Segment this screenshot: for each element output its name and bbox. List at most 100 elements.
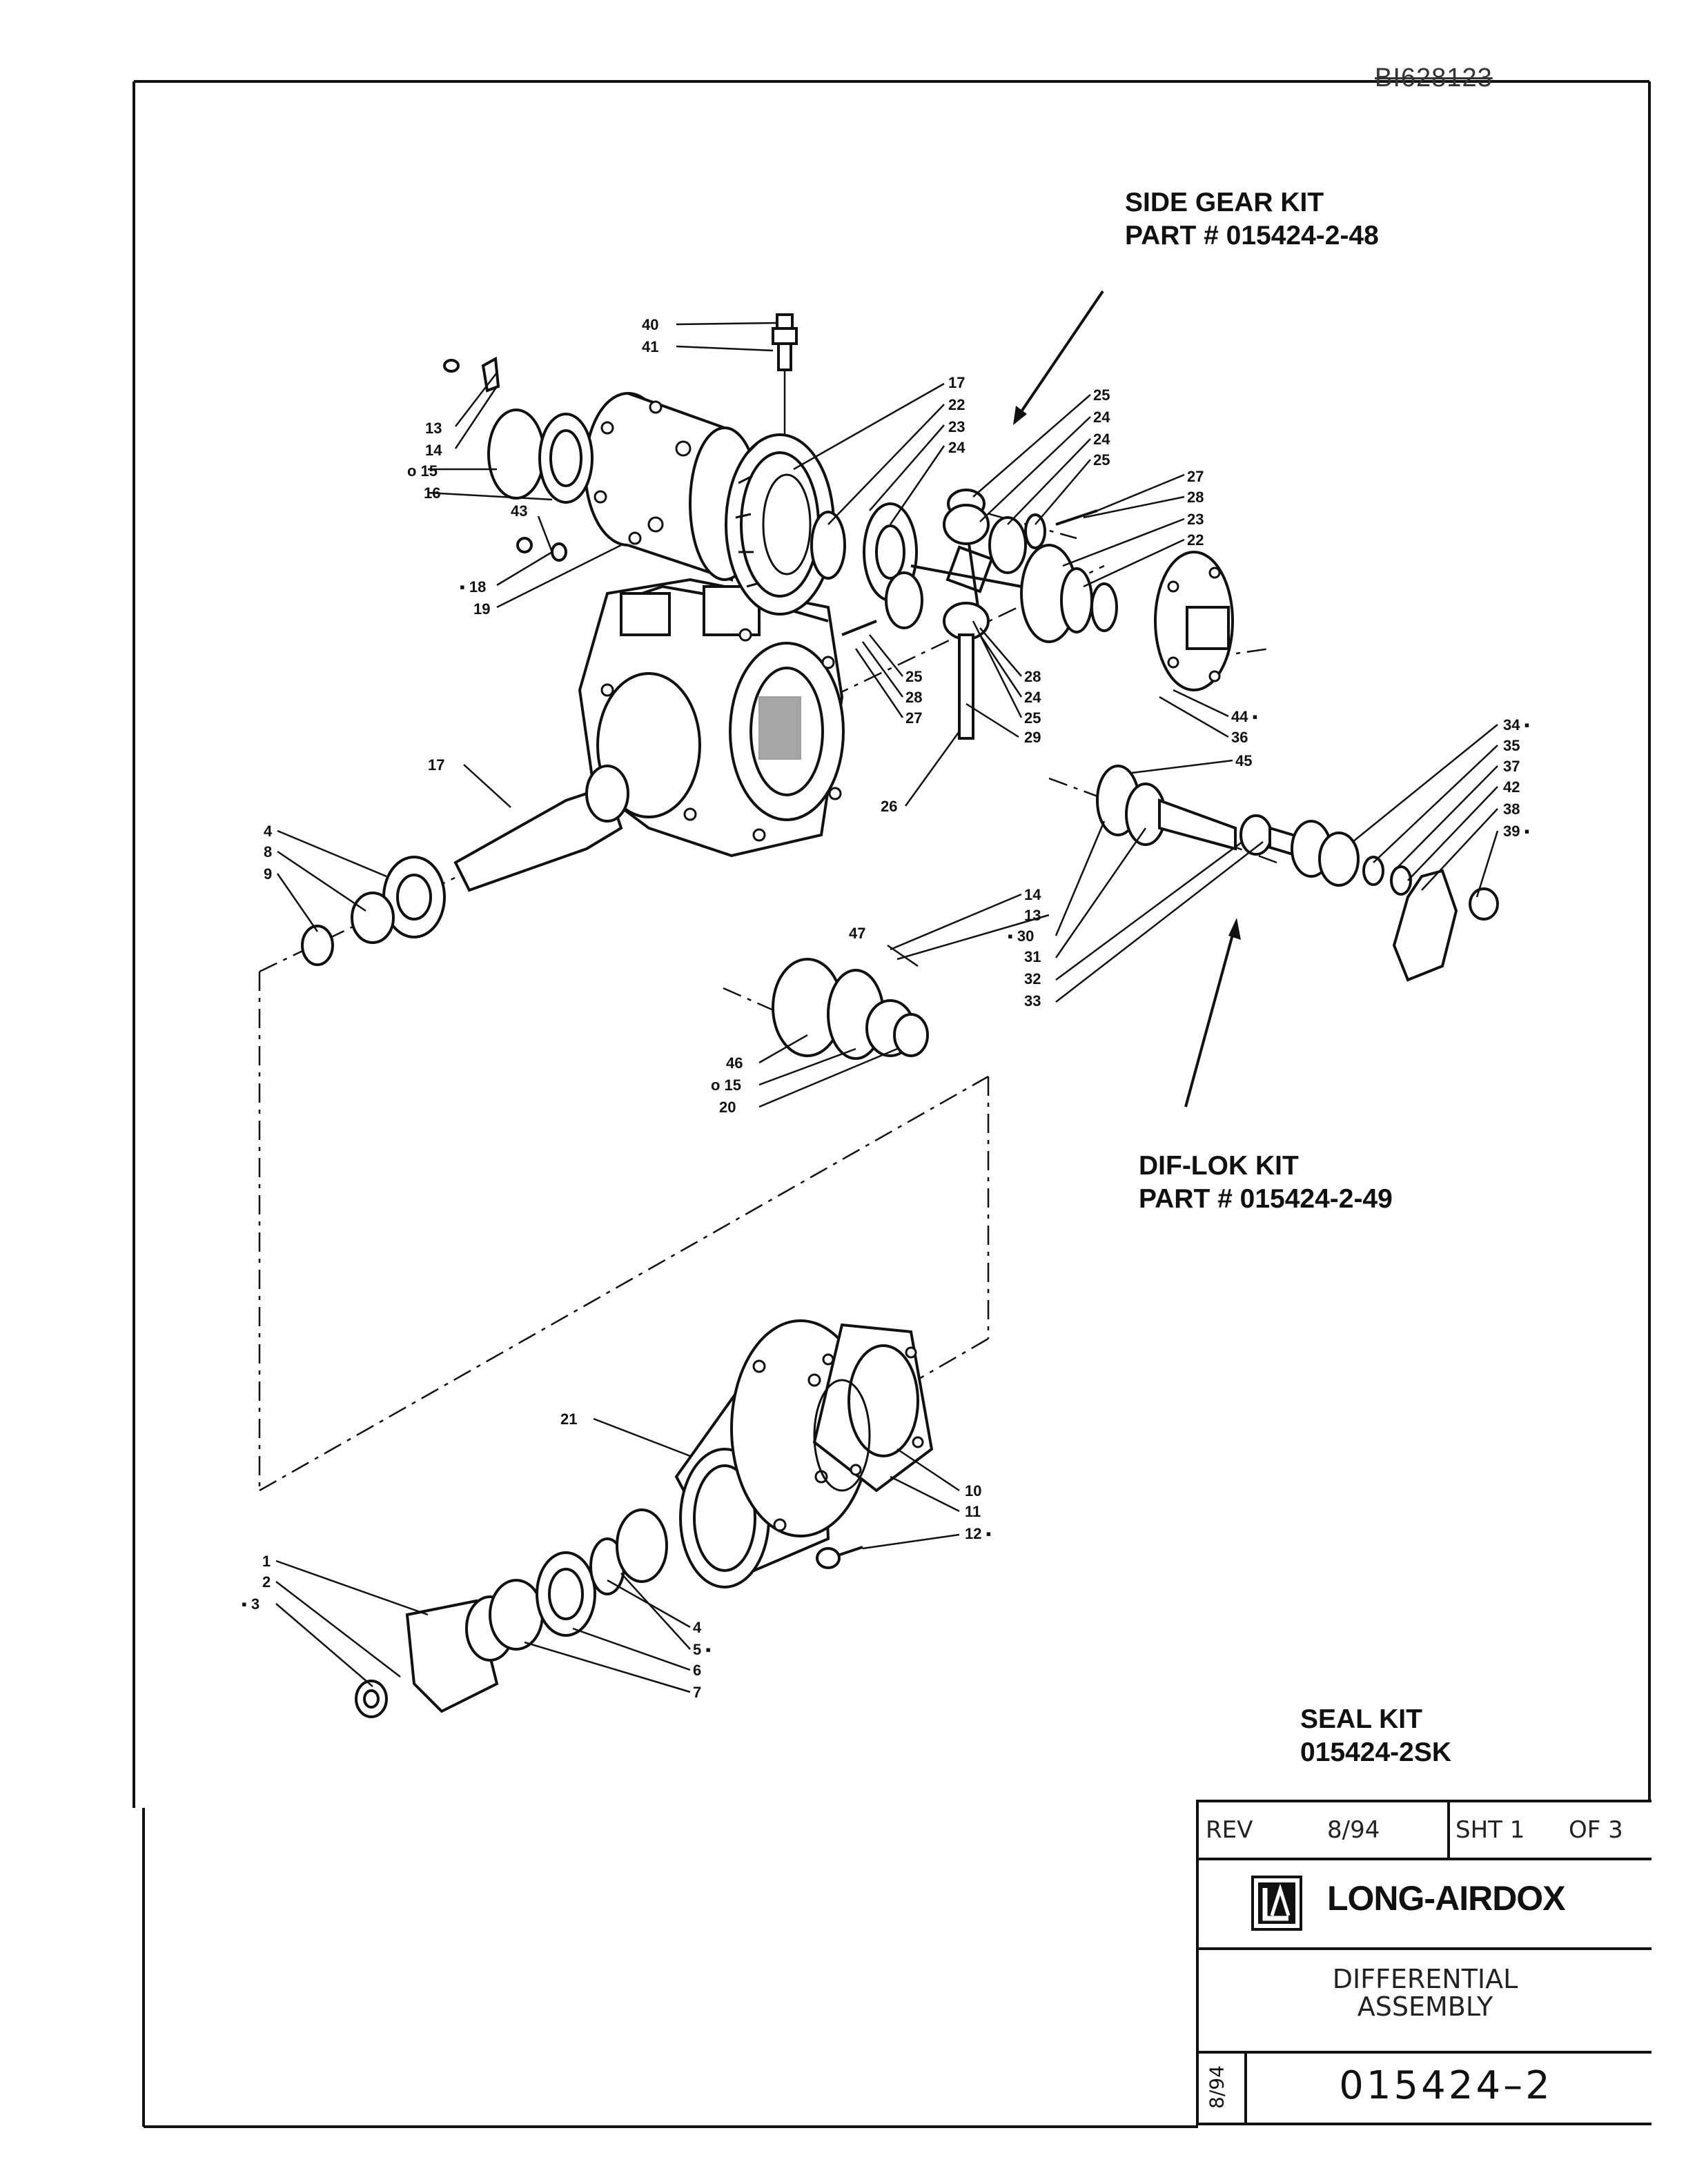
title-block: REV 8/94 SHT 1 OF 3 LONG-AIRDOX DIFFEREN… xyxy=(1196,1800,1651,2125)
callout-42: 42 xyxy=(1503,778,1520,796)
document-number: BI628123 xyxy=(1375,63,1493,92)
callout-7: 7 xyxy=(693,1684,701,1701)
drawing-title: DIFFERENTIAL ASSEMBLY xyxy=(1199,1965,1651,2020)
leader-lines xyxy=(275,322,1499,1693)
title-block-company-row: LONG-AIRDOX xyxy=(1199,1858,1651,1950)
callout-24b: 24 xyxy=(1093,409,1110,426)
callout-17: 17 xyxy=(948,374,965,391)
callout-23: 23 xyxy=(948,418,965,435)
callout-43: 43 xyxy=(511,502,527,520)
callout-27b: 27 xyxy=(905,709,922,727)
dif-lok-kit-name: DIF-LOK KIT xyxy=(1139,1151,1299,1181)
company-name: LONG-AIRDOX xyxy=(1327,1879,1566,1918)
callout-27: 27 xyxy=(1187,468,1204,485)
callout-47: 47 xyxy=(849,925,865,942)
title-block-number-row: 8/94 015424–2 xyxy=(1199,2051,1651,2125)
sheet-number: SHT 1 xyxy=(1455,1816,1525,1844)
callout-34: 34 ▪ xyxy=(1503,716,1529,734)
callout-31: 31 xyxy=(1024,948,1041,965)
rev-label: REV xyxy=(1206,1816,1253,1844)
callout-3: ▪ 3 xyxy=(242,1595,259,1613)
side-gear-kit-label: SIDE GEAR KIT PART # 015424-2-48 xyxy=(1125,186,1379,253)
callout-13: 13 xyxy=(425,420,442,437)
callout-15b: o 15 xyxy=(711,1076,741,1094)
sheet-border xyxy=(133,80,1651,2128)
title-block-title-row: DIFFERENTIAL ASSEMBLY xyxy=(1199,1947,1651,2054)
title-block-rev-row: REV 8/94 SHT 1 OF 3 xyxy=(1199,1802,1651,1860)
callout-12: 12 ▪ xyxy=(965,1525,991,1542)
callout-5: 5 ▪ xyxy=(693,1641,711,1658)
callout-41: 41 xyxy=(642,338,658,355)
callout-26: 26 xyxy=(881,798,897,815)
callout-22b: 22 xyxy=(1187,531,1204,549)
callout-45: 45 xyxy=(1235,752,1252,769)
callout-23b: 23 xyxy=(1187,511,1204,528)
callout-15: o 15 xyxy=(407,462,438,480)
callout-18: ▪ 18 xyxy=(460,578,486,596)
side-date: 8/94 xyxy=(1205,2065,1228,2109)
callout-39: 39 ▪ xyxy=(1503,823,1529,840)
dif-lok-kit-part: PART # 015424-2-49 xyxy=(1139,1184,1393,1214)
side-gear-kit-name: SIDE GEAR KIT xyxy=(1125,188,1324,217)
callout-44: 44 ▪ xyxy=(1231,708,1257,725)
callout-10: 10 xyxy=(965,1482,981,1499)
callout-40: 40 xyxy=(642,316,658,333)
callout-11: 11 xyxy=(965,1503,981,1520)
seal-kit-name: SEAL KIT xyxy=(1300,1704,1422,1734)
drive-pinion xyxy=(301,765,629,966)
seal-kit-label: SEAL KIT 015424-2SK xyxy=(1300,1703,1451,1769)
callout-2: 2 xyxy=(262,1573,271,1591)
callout-14: 14 xyxy=(425,442,442,459)
company-logo xyxy=(1251,1876,1302,1931)
dif-lok-kit-arrow xyxy=(1184,918,1241,1108)
callout-25b: 25 xyxy=(1093,451,1110,469)
callout-22: 22 xyxy=(948,396,965,413)
dif-lok-shaft xyxy=(1096,765,1499,982)
callout-36: 36 xyxy=(1231,729,1248,746)
callout-32: 32 xyxy=(1024,970,1041,987)
callout-1: 1 xyxy=(262,1553,271,1570)
callout-46: 46 xyxy=(726,1054,743,1072)
callout-37: 37 xyxy=(1503,758,1520,775)
callout-24: 24 xyxy=(948,439,965,456)
callout-8: 8 xyxy=(264,843,272,860)
side-gear-kit-part: PART # 015424-2-48 xyxy=(1125,221,1379,250)
drawing-title-line-2: ASSEMBLY xyxy=(1357,1991,1493,2022)
drawing-number: 015424–2 xyxy=(1339,2063,1553,2108)
seal-kit-part: 015424-2SK xyxy=(1300,1738,1451,1767)
callout-29: 29 xyxy=(1024,729,1041,746)
callout-38: 38 xyxy=(1503,800,1520,818)
sheet-count: OF 3 xyxy=(1569,1816,1623,1844)
callout-28c: 28 xyxy=(1024,668,1041,685)
callout-35: 35 xyxy=(1503,737,1520,754)
rev-date: 8/94 xyxy=(1327,1816,1380,1844)
callout-21: 21 xyxy=(560,1410,577,1428)
callout-25: 25 xyxy=(1093,386,1110,404)
dif-lok-kit-label: DIF-LOK KIT PART # 015424-2-49 xyxy=(1139,1150,1393,1216)
callout-30: ▪ 30 xyxy=(1008,927,1034,945)
side-gear-kit-arrow xyxy=(1013,290,1104,425)
callout-4: 4 xyxy=(264,823,273,840)
differential-spider xyxy=(841,489,1098,740)
callout-28: 28 xyxy=(1187,489,1204,506)
bolt xyxy=(816,1546,863,1569)
callout-24c: 24 xyxy=(1093,431,1110,448)
callout-25c: 25 xyxy=(905,668,922,685)
callout-19: 19 xyxy=(473,600,490,618)
callout-14b: 14 xyxy=(1024,886,1041,903)
callout-17b: 17 xyxy=(428,756,444,774)
callout-4b: 4 xyxy=(693,1619,702,1636)
callout-33: 33 xyxy=(1024,992,1041,1010)
side-gear-right xyxy=(1020,544,1234,691)
callout-16: 16 xyxy=(424,484,440,502)
callout-24d: 24 xyxy=(1024,689,1041,706)
callout-25d: 25 xyxy=(1024,709,1041,727)
callout-labels: 40 41 13 14 o 15 16 43 ▪ 18 19 17 22 23 … xyxy=(242,316,1529,1701)
callout-13b: 13 xyxy=(1024,907,1041,924)
gasket xyxy=(812,1323,934,1493)
left-bearing-stack xyxy=(443,356,594,562)
callout-6: 6 xyxy=(693,1662,701,1679)
callout-9: 9 xyxy=(264,865,272,883)
drawing-title-line-1: DIFFERENTIAL xyxy=(1332,1964,1518,1994)
